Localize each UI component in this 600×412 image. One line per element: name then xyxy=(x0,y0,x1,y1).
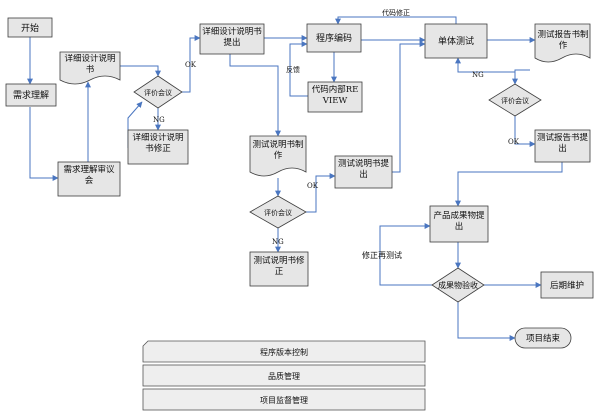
edge-label-ng1: NG xyxy=(153,116,165,124)
node-design-fix: 详细设计说明书修正 xyxy=(127,129,189,165)
edge-review3-unittest-ng xyxy=(455,57,516,84)
nodes: 开始 需求理解 需求理解审议会 详细设计说明书 评价会议 xyxy=(5,17,594,349)
edge-label-ng3: NG xyxy=(472,71,484,79)
band-supervision-label: 项目监督管理 xyxy=(260,395,308,405)
node-start-label: 开始 xyxy=(21,22,39,34)
node-maintenance-label: 后期维护 xyxy=(550,280,584,291)
node-review3: 评价会议 xyxy=(488,83,542,117)
node-end-label: 项目结束 xyxy=(526,333,561,344)
node-unit-test-label: 单体测试 xyxy=(438,35,474,47)
edge-designdoc-review1 xyxy=(120,65,161,77)
node-unit-test: 单体测试 xyxy=(424,23,488,59)
edge-label-ok1: OK xyxy=(185,61,197,69)
node-acceptance-label: 成果物验收 xyxy=(438,280,478,290)
band-supervision: 项目监督管理 xyxy=(142,388,426,411)
node-report-submit-label: 测试报告书提出 xyxy=(537,133,588,154)
node-coding: 程序编码 xyxy=(306,23,362,53)
node-coding-label: 程序编码 xyxy=(316,32,352,44)
edge-review2-testsubmit xyxy=(306,173,336,213)
edge-acceptance-end xyxy=(457,302,516,341)
edge-label-feedback: 反馈 xyxy=(286,65,300,74)
edge-labels: OK NG 反馈 代码修正 OK NG NG OK 修正再测试 xyxy=(153,8,520,260)
node-req-review-label: 需求理解审议会 xyxy=(63,165,115,186)
node-code-review: 代码内部REVIEW xyxy=(307,81,363,113)
edge-label-ok3: OK xyxy=(508,138,520,146)
management-bands: 程序版本控制 品质管理 项目监督管理 xyxy=(142,340,426,411)
node-design-doc: 详细设计说明书 xyxy=(59,51,121,85)
band-quality: 品质管理 xyxy=(142,364,426,387)
edge-review3-reportsubmit xyxy=(514,116,536,147)
node-acceptance: 成果物验收 xyxy=(431,267,485,303)
node-test-doc-fix: 测试说明书修正 xyxy=(249,251,309,287)
node-report-make: 测试报告书制作 xyxy=(534,23,591,63)
node-test-doc-make: 测试说明书制作 xyxy=(249,135,307,177)
edge-label-code-fix: 代码修正 xyxy=(382,8,410,17)
node-req-analysis-label: 需求理解 xyxy=(13,89,49,101)
edge-label-ok2: OK xyxy=(307,182,319,190)
node-review1-label: 评价会议 xyxy=(144,88,172,97)
edge-testsubmit-unittest xyxy=(392,41,426,173)
node-review2: 评价会议 xyxy=(249,195,307,229)
edge-req-reqreview xyxy=(29,107,59,181)
node-req-review: 需求理解审议会 xyxy=(57,161,121,197)
node-test-doc-submit: 测试说明书提出 xyxy=(334,155,393,189)
node-review2-label: 评价会议 xyxy=(264,208,292,217)
band-quality-label: 品质管理 xyxy=(268,371,300,381)
edge-label-retest: 修正再测试 xyxy=(362,250,402,260)
node-review3-label: 评价会议 xyxy=(501,96,529,105)
node-code-review-label: 代码内部REVIEW xyxy=(311,85,359,106)
node-design-fix-label: 详细设计说明书修正 xyxy=(132,133,184,154)
node-start: 开始 xyxy=(7,17,53,38)
edge-acceptance-retest xyxy=(379,223,432,286)
edge-reportsubmit-product xyxy=(455,162,563,207)
node-product-submit-label: 产品成果物提出 xyxy=(433,211,485,232)
edge-report-review3 xyxy=(512,69,530,85)
node-test-doc-submit-label: 测试说明书提出 xyxy=(337,159,389,180)
band-version-control-label: 程序版本控制 xyxy=(260,347,308,357)
node-test-doc-make-label: 测试说明书制作 xyxy=(252,140,304,161)
edge-unittest-coding-fix xyxy=(335,16,457,25)
node-report-submit: 测试报告书提出 xyxy=(534,129,591,163)
node-end: 项目结束 xyxy=(514,327,572,349)
edge-codereview-coding-feedback xyxy=(289,41,308,97)
node-review1: 评价会议 xyxy=(133,75,183,109)
node-report-make-label: 测试报告书制作 xyxy=(537,30,589,51)
band-version-control: 程序版本控制 xyxy=(142,340,426,363)
node-maintenance: 后期维护 xyxy=(540,271,594,299)
node-design-submit-label: 详细设计说明书提出 xyxy=(202,27,262,48)
edge-designsubmit-testdoc xyxy=(229,54,281,137)
node-req-analysis: 需求理解 xyxy=(5,83,57,107)
edge-label-ng2: NG xyxy=(272,238,284,246)
node-product-submit: 产品成果物提出 xyxy=(429,205,489,243)
edge-review1-designsubmit xyxy=(182,35,201,93)
node-test-doc-fix-label: 测试说明书修正 xyxy=(253,256,305,277)
node-design-submit: 详细设计说明书提出 xyxy=(199,23,265,55)
node-design-doc-label: 详细设计说明书 xyxy=(64,54,116,75)
